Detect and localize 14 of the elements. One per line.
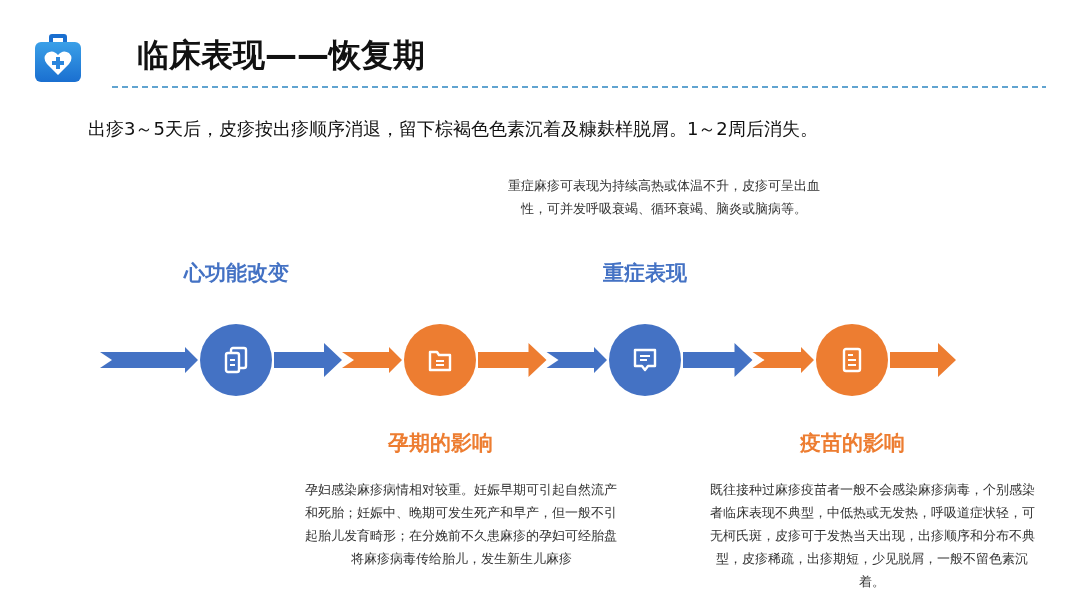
step-description: 既往接种过麻疹疫苗者一般不会感染麻疹病毒，个别感染者临床表现不典型，中低热或无发热，呼吸道症状轻，可无柯氏斑，皮疹可于发热当天出现，出疹顺序和分布不典型，皮疹稀疏，出疹期短，少见脱屑，一般不留色素沉着。: [708, 481, 1036, 591]
slide-title: 临床表现——恢复期: [137, 35, 425, 76]
chevron-arrow: [683, 343, 814, 377]
intro-text: 出疹3～5天后，皮疹按出疹顺序消退，留下棕褐色色素沉着及糠麸样脱屑。1～2周后消失。: [88, 117, 818, 141]
step-description: 孕妇感染麻疹病情相对较重。妊娠早期可引起自然流产和死胎；妊娠中、晚期可发生死产和早产，但一般不引起胎儿发育畸形；在分娩前不久患麻疹的孕妇可经胎盘将麻疹病毒传给胎儿，发生新生儿麻疹: [304, 481, 618, 568]
step-heading: 孕期的影响: [386, 430, 494, 457]
chevron-arrow: [100, 347, 198, 373]
step-heading: 重症表现: [602, 260, 688, 287]
step-heading: 疫苗的影响: [798, 430, 906, 457]
chevron-arrow: [274, 343, 402, 377]
chevron-arrow: [478, 343, 607, 377]
step-heading: 心功能改变: [182, 260, 290, 287]
chevron-arrow: [890, 343, 956, 377]
step-description: 重症麻疹可表现为持续高热或体温不升，皮疹可呈出血性，可并发呼吸衰竭、循环衰竭、脑炎或脑病等。: [508, 177, 820, 218]
